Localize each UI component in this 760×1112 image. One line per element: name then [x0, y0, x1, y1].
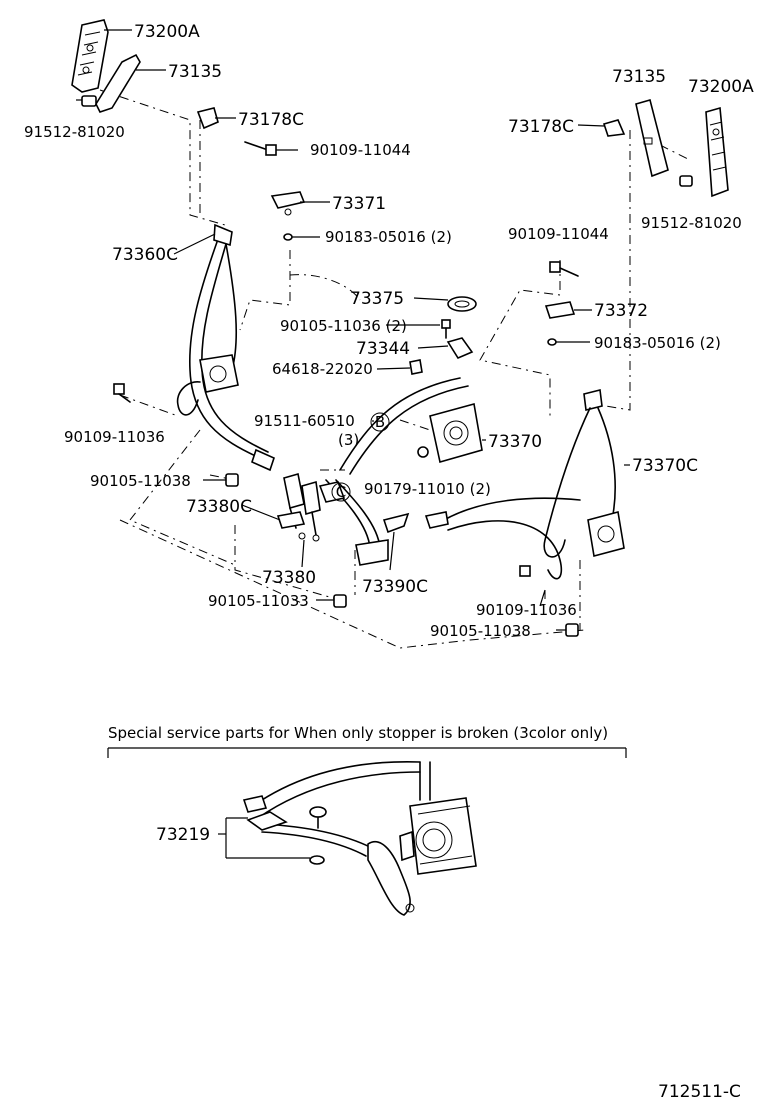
right-upper-anchor-bracket: [705, 106, 729, 198]
svg-text:B: B: [375, 413, 385, 431]
label-qty-3: (3): [338, 431, 359, 449]
label-73372: 73372: [594, 301, 648, 321]
right-belt-assembly-73370C: [424, 389, 625, 580]
label-90105-11033: 90105-11033: [208, 592, 309, 610]
label-90183-05016-right: 90183-05016 (2): [594, 334, 721, 352]
part-labels: 73200A 73135 91512-81020 73178C 90109-11…: [24, 22, 754, 640]
diagram-code: 712511-C: [658, 1082, 741, 1102]
label-73360c: 73360C: [112, 245, 178, 265]
label-90105-11038-left: 90105-11038: [90, 472, 191, 490]
part-73375: [447, 296, 477, 312]
label-90105-11038-right: 90105-11038: [430, 622, 531, 640]
label-90109-11036-left: 90109-11036: [64, 428, 165, 446]
left-bolt-90109-11036: [113, 383, 131, 403]
label-73219: 73219: [156, 825, 210, 845]
label-91512-81020-right: 91512-81020: [641, 214, 742, 232]
label-73135-right: 73135: [612, 67, 666, 87]
label-90179-11010: 90179-11010 (2): [364, 480, 491, 498]
leader-lines: [104, 29, 630, 631]
label-91512-81020-left: 91512-81020: [24, 123, 125, 141]
label-91511-60510: 91511-60510: [254, 412, 355, 430]
left-upper-anchor-bracket: [71, 19, 109, 93]
callout-c: C: [331, 482, 351, 502]
label-73178c-right: 73178C: [508, 117, 574, 137]
bolt-90105-11036: [441, 319, 451, 339]
label-73370: 73370: [488, 432, 542, 452]
label-90105-11036: 90105-11036 (2): [280, 317, 407, 335]
svg-text:C: C: [336, 483, 346, 501]
bracket-73372: [544, 301, 576, 346]
label-73390c: 73390C: [362, 577, 428, 597]
label-90109-11036-right: 90109-11036: [476, 601, 577, 619]
label-73370c: 73370C: [632, 456, 698, 476]
bracket-73371: [270, 191, 306, 241]
label-73380: 73380: [262, 568, 316, 588]
label-73375: 73375: [350, 289, 404, 309]
belt-73390C: [318, 479, 410, 608]
left-clip-73178C: [196, 107, 219, 130]
label-73200a-right: 73200A: [688, 77, 754, 97]
right-clip-73178C: [602, 119, 626, 137]
label-73135-left: 73135: [168, 62, 222, 82]
left-bolt-90109-11044: [244, 141, 277, 156]
left-bolt-90105-11038: [225, 473, 239, 487]
label-73344: 73344: [356, 339, 410, 359]
right-bolt-90109-11036: [519, 565, 531, 577]
callout-b: B: [370, 412, 390, 432]
label-73371: 73371: [332, 194, 386, 214]
label-90109-11044-left: 90109-11044: [310, 141, 411, 159]
right-bolt-90109-11044: [549, 261, 579, 277]
label-73178c-left: 73178C: [238, 110, 304, 130]
buckle-73380: [276, 472, 321, 542]
dashed-reference-lines: [99, 89, 691, 649]
label-73200a-left: 73200A: [134, 22, 200, 42]
label-90109-11044-right: 90109-11044: [508, 225, 609, 243]
label-90183-05016-left: 90183-05016 (2): [325, 228, 452, 246]
label-64618-22020: 64618-22020: [272, 360, 373, 378]
special-service-caption: Special service parts for When only stop…: [108, 724, 608, 742]
right-bolt-91512: [679, 175, 693, 187]
right-bolt-90105-11038: [565, 623, 579, 637]
left-belt-assembly: [176, 223, 275, 472]
special-service-section: Special service parts for When only stop…: [107, 724, 627, 916]
part-73344: [446, 337, 474, 360]
left-bolt-91512: [76, 95, 97, 107]
label-73380c: 73380C: [186, 497, 252, 517]
center-retractor-73370: [339, 359, 483, 475]
right-pillar-cover: [635, 99, 669, 178]
